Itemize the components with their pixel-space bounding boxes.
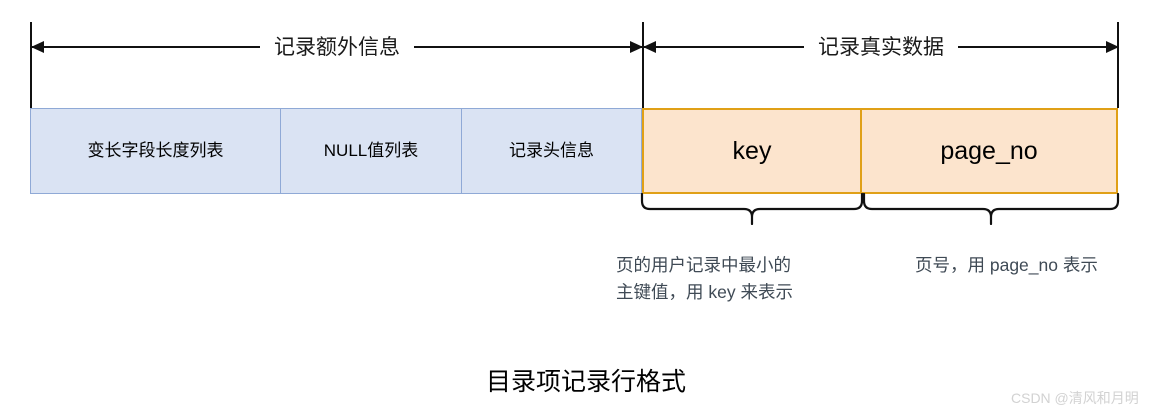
- record-extra-cells: 变长字段长度列表 NULL值列表 记录头信息: [30, 108, 642, 194]
- annotation-key: 页的用户记录中最小的 主键值，用 key 来表示: [616, 255, 793, 303]
- brace-page-no-icon: [862, 192, 1120, 226]
- cell-label: key: [732, 137, 772, 165]
- arrow-left-icon: [644, 46, 804, 48]
- span-real-data: 记录真实数据: [644, 30, 1118, 64]
- figure-title: 目录项记录行格式: [485, 368, 686, 396]
- cell-record-header-info: 记录头信息: [462, 108, 642, 194]
- brace-key: [640, 192, 864, 226]
- span-tick-right: [1117, 22, 1119, 108]
- span-extra-info-label: 记录额外信息: [274, 35, 400, 59]
- span-real-data-label: 记录真实数据: [818, 35, 944, 59]
- cell-key: key: [642, 108, 862, 194]
- span-extra-info: 记录额外信息: [32, 30, 642, 64]
- arrow-right-icon: [958, 46, 1118, 48]
- arrow-right-icon: [414, 46, 642, 48]
- cell-page-no: page_no: [862, 108, 1118, 194]
- cell-label: NULL值列表: [323, 140, 419, 160]
- annotation-page-no: 页号，用 page_no 表示: [915, 255, 1098, 275]
- span-tick-left: [30, 22, 32, 108]
- cell-null-value-list: NULL值列表: [281, 108, 462, 194]
- arrow-left-icon: [32, 46, 260, 48]
- brace-key-icon: [640, 192, 864, 226]
- cell-label: 变长字段长度列表: [87, 140, 224, 160]
- watermark: CSDN @清风和月明: [1011, 390, 1139, 406]
- cell-label: page_no: [940, 137, 1038, 165]
- span-tick-middle: [642, 22, 644, 108]
- cell-varlen-field-list: 变长字段长度列表: [30, 108, 281, 194]
- cell-label: 记录头信息: [509, 140, 594, 160]
- brace-page-no: [862, 192, 1120, 226]
- record-data-cells: key page_no: [642, 108, 1118, 194]
